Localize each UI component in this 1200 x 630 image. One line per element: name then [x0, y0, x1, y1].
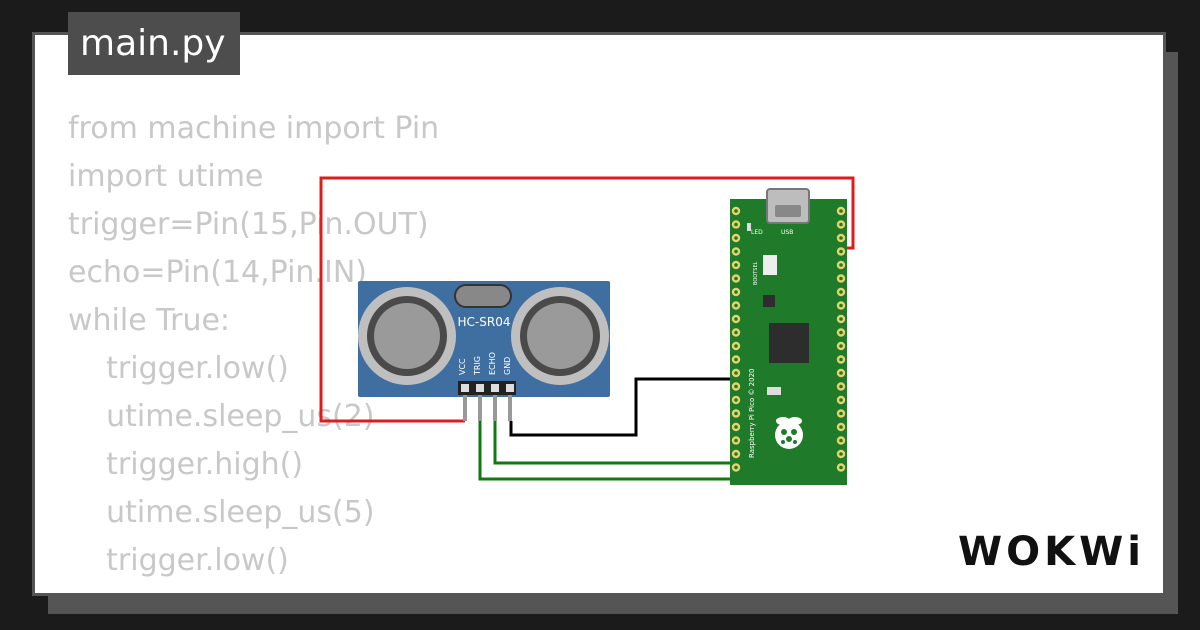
led-label: LED [751, 229, 763, 236]
trig-wire [478, 421, 739, 481]
code-line: utime.sleep_us(2) [68, 399, 375, 434]
vcc-wire [319, 176, 855, 423]
echo-wire [493, 421, 739, 465]
pin-header [458, 381, 516, 395]
hc-sr04-sensor[interactable]: HC-SR04 VCC TRIG ECHO GND [358, 281, 610, 421]
file-tab[interactable]: main.py [68, 12, 240, 75]
code-line: trigger.low() [68, 543, 289, 578]
code-line: trigger.low() [68, 351, 289, 386]
raspberry-pi-pico[interactable]: LED USB BOOTSEL Raspberry Pi Pico © 2020 [730, 188, 847, 485]
pin-label-gnd: GND [503, 357, 512, 375]
preview-card: from machine import Pin import utime trigg… [32, 32, 1166, 596]
pin-label-vcc: VCC [458, 358, 467, 375]
code-line: echo=Pin(14,Pin.IN) [68, 255, 367, 290]
left-transducer [358, 287, 456, 385]
pin-label-echo: ECHO [488, 352, 497, 375]
rp2040-chip [769, 323, 809, 363]
code-line: while echo.value() == 0: [68, 585, 479, 593]
code-line: import utime [68, 159, 264, 194]
bootsel-label: BOOTSEL [753, 261, 759, 285]
flash-chip [763, 295, 775, 307]
raspberry-logo-icon [775, 417, 803, 449]
led [747, 223, 751, 231]
code-line: from machine import Pin [68, 111, 440, 146]
wokwi-logo: WOKWi [958, 529, 1145, 575]
pin-label-trig: TRIG [473, 356, 482, 376]
code-line: while True: [68, 303, 231, 338]
code-line: trigger.high() [68, 447, 304, 482]
code-line: trigger=Pin(15,Pin.OUT) [68, 207, 429, 242]
circuit-diagram: HC-SR04 VCC TRIG ECHO GND LED USB BOOTSE… [319, 176, 855, 485]
code-line: utime.sleep_us(5) [68, 495, 375, 530]
right-transducer [511, 287, 609, 385]
gnd-wire [509, 377, 739, 437]
code-listing: from machine import Pin import utime trigg… [68, 105, 480, 593]
pico-silkscreen: Raspberry Pi Pico © 2020 [748, 369, 756, 459]
sensor-label: HC-SR04 [458, 315, 511, 329]
usb-label: USB [781, 229, 793, 236]
bootsel-button [763, 255, 777, 275]
sensor-crystal [454, 284, 512, 308]
